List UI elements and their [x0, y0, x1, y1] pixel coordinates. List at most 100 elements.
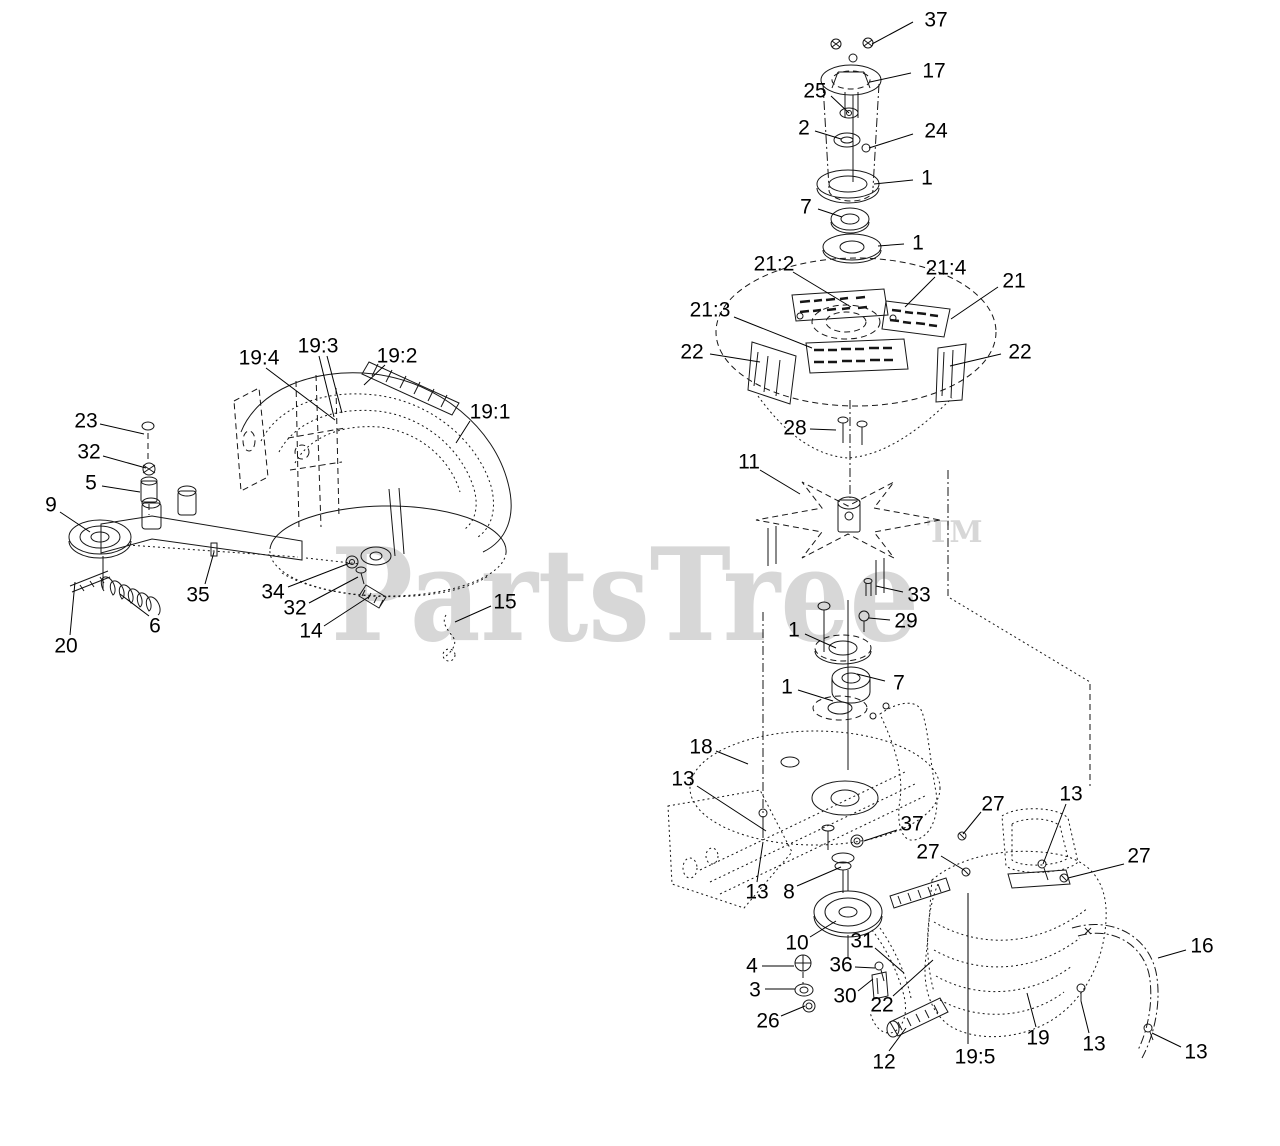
leader-line: [326, 355, 343, 414]
bottom-fasteners: [794, 954, 889, 1013]
strip-19-2: [361, 361, 460, 416]
leader-line: [780, 1005, 806, 1017]
callout-25: 25: [803, 80, 826, 103]
decal-21-2: [791, 288, 889, 322]
leader-line: [696, 785, 767, 832]
screw-36: [874, 961, 884, 971]
watermark-tm-mark: TM: [927, 515, 983, 550]
callout-19:2: 19:2: [377, 345, 418, 368]
nut-26: [802, 999, 816, 1013]
callout-24: 24: [924, 120, 948, 143]
callout-1: 1: [788, 619, 800, 642]
leader-line: [792, 271, 852, 308]
leader-line: [874, 947, 905, 974]
bracket-22-left: [747, 341, 797, 405]
callout-13: 13: [1082, 1033, 1105, 1056]
eyelet-34: [345, 555, 359, 569]
callout-7: 7: [893, 672, 905, 695]
flange-1d: [812, 695, 868, 721]
slat-plate: [1007, 869, 1071, 889]
bracket-30: [871, 971, 889, 1000]
callout-19:4: 19:4: [239, 347, 280, 370]
callout-37: 37: [924, 9, 947, 32]
hook-15: [443, 614, 456, 657]
leader-line: [455, 420, 471, 444]
leader-line: [809, 428, 837, 431]
leader-line: [856, 673, 886, 682]
washer-2: [833, 132, 861, 148]
callout-10: 10: [785, 932, 808, 955]
leader-line: [99, 423, 145, 435]
leader-line: [904, 276, 936, 308]
spring-6: [100, 576, 161, 616]
callout-1: 1: [912, 232, 924, 255]
callout-21:3: 21:3: [690, 299, 731, 322]
callout-19:5: 19:5: [955, 1046, 996, 1069]
flange-1c: [814, 634, 872, 665]
callout-6: 6: [149, 615, 161, 638]
screw-37a: [830, 38, 842, 50]
leader-line: [875, 585, 904, 593]
screw-13d: [1143, 1023, 1153, 1033]
deck-left-bracket: [667, 789, 793, 909]
rod-20: [69, 570, 111, 593]
bearing-7a: [830, 207, 870, 234]
callout-21: 21: [1002, 270, 1025, 293]
callout-31: 31: [850, 930, 873, 953]
leader-line: [715, 750, 749, 765]
leader-line: [871, 21, 914, 45]
callout-23: 23: [74, 410, 97, 433]
leader-line: [817, 208, 843, 218]
screw-13c: [1076, 983, 1086, 993]
leader-line: [101, 485, 141, 493]
leader-line: [940, 855, 965, 871]
bracket-19-4: [295, 374, 340, 531]
leader-line: [949, 353, 1002, 367]
washer-stack-8: [831, 852, 855, 893]
screw-27a: [957, 831, 967, 841]
pin-14: [358, 584, 387, 609]
leader-line: [1042, 803, 1067, 865]
callout-26: 26: [756, 1010, 779, 1033]
nut-3: [794, 983, 814, 997]
leader-line: [796, 866, 842, 887]
pin-33: [863, 578, 873, 584]
callout-9: 9: [45, 494, 57, 517]
leader-line: [814, 130, 842, 140]
callout-21:4: 21:4: [926, 257, 967, 280]
leader-line: [962, 811, 982, 835]
leader-line: [873, 179, 914, 185]
leader-line: [877, 243, 905, 247]
callout-13: 13: [1184, 1041, 1207, 1064]
leader-line: [119, 593, 150, 617]
callout-15: 15: [493, 591, 516, 614]
leader-line: [863, 829, 898, 842]
callout-28: 28: [783, 417, 806, 440]
left-deck: [269, 505, 507, 554]
leader-line: [69, 581, 76, 636]
leader-line: [797, 689, 834, 702]
leader-line: [1026, 992, 1037, 1028]
chute-12: [889, 997, 949, 1037]
mid-spindle: [812, 578, 873, 770]
callout-19:3: 19:3: [298, 335, 339, 358]
callout-32: 32: [77, 441, 100, 464]
leader-line: [1151, 1032, 1182, 1048]
callout-20: 20: [54, 635, 77, 658]
callout-22: 22: [870, 994, 893, 1017]
callout-34: 34: [261, 581, 285, 604]
leader-line: [888, 1027, 907, 1052]
leader-line: [892, 959, 934, 997]
callout-17: 17: [922, 60, 945, 83]
callout-11: 11: [738, 451, 760, 474]
leader-line: [854, 966, 876, 969]
leader-line: [759, 469, 801, 495]
nut-37b: [850, 834, 864, 848]
bearing-7b: [831, 666, 871, 704]
leader-line: [857, 978, 874, 992]
callout-14: 14: [299, 620, 323, 643]
leader-line: [59, 511, 91, 533]
leader-line: [804, 633, 837, 649]
